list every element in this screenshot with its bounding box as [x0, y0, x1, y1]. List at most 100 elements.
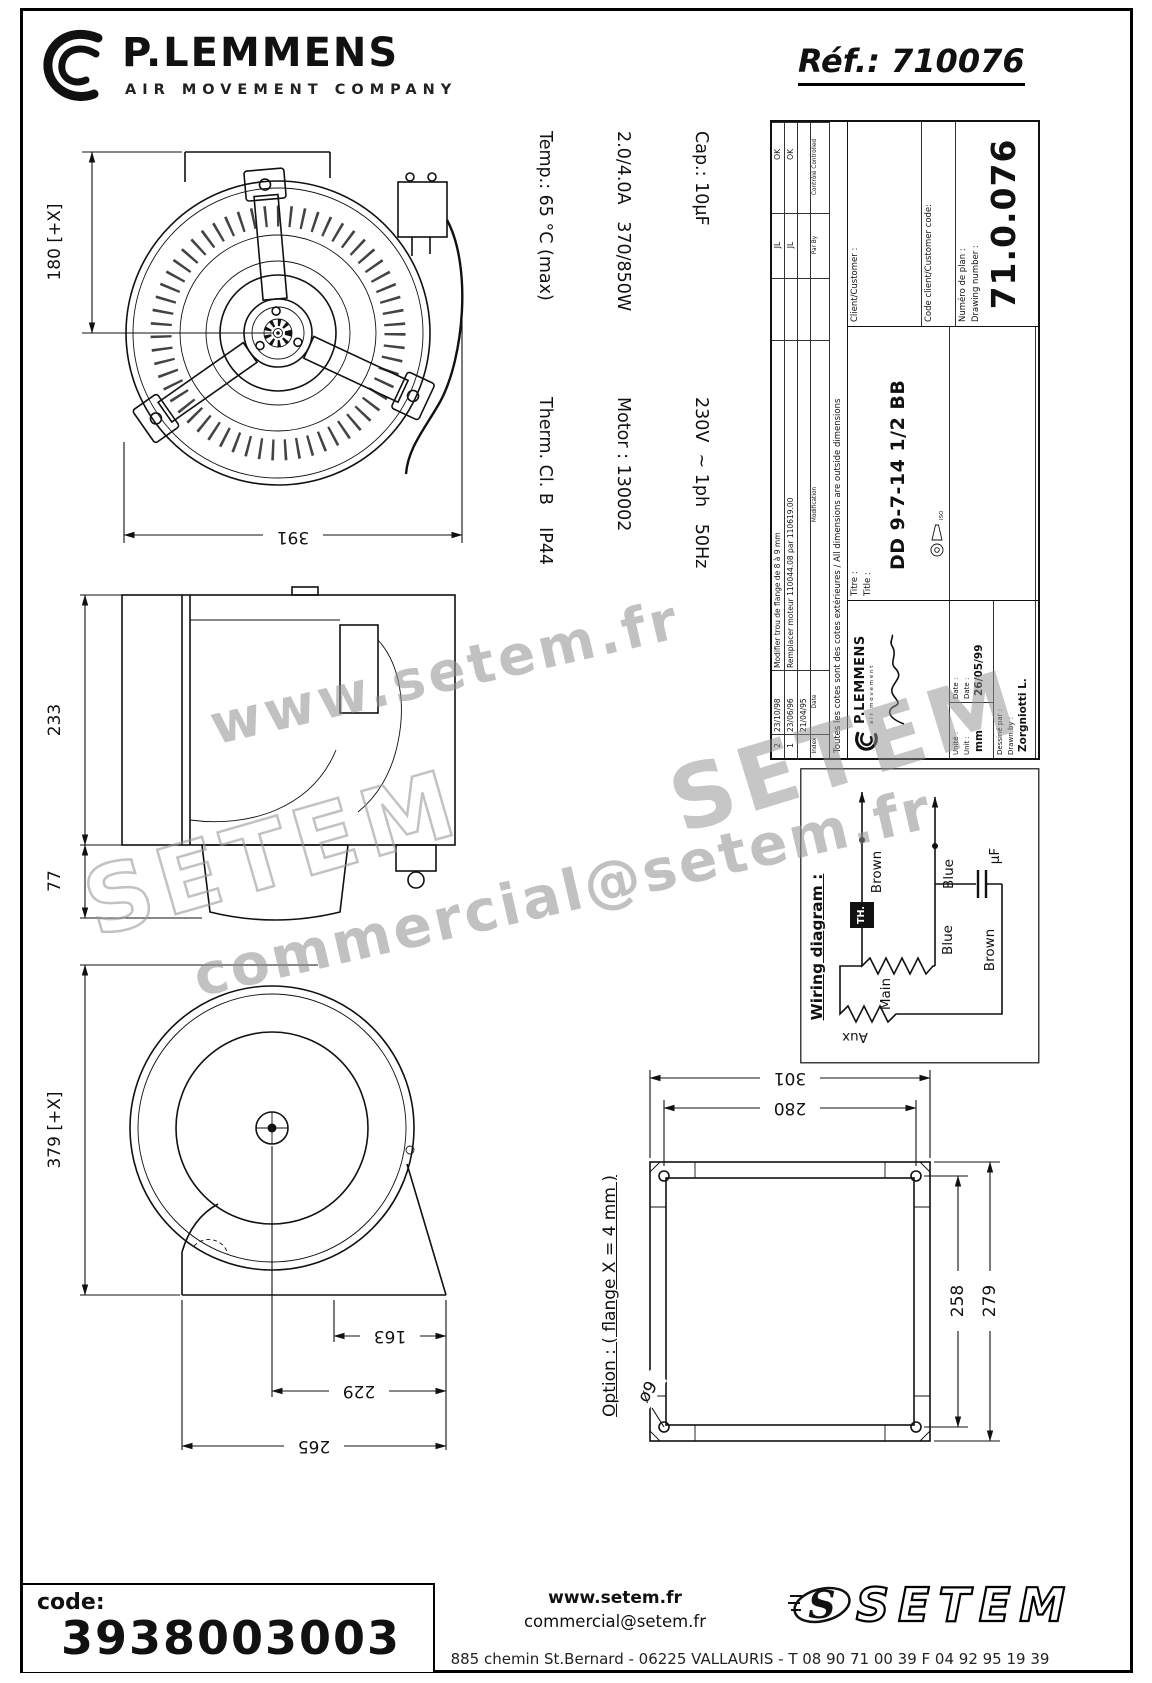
unit-value: mm [973, 730, 986, 752]
unit-label-fr: Unité : [952, 731, 960, 755]
revision-table: 2 23/10/98 Modifier trou de flange de 8 … [772, 122, 830, 758]
revision-header-by: Par By [811, 213, 830, 278]
revision-index [798, 734, 811, 758]
dim-flange-258: 258 [948, 1271, 968, 1331]
revision-header-index: Index [811, 734, 830, 758]
code-label: code: [37, 1590, 105, 1615]
revision-by [798, 213, 811, 278]
date-cell: Date : Date : 26/05/99 [950, 601, 993, 702]
junction-box [397, 172, 448, 256]
dim-flange-279: 279 [980, 1271, 1000, 1331]
flange-drawing [649, 1070, 1000, 1442]
revision-ok [798, 122, 811, 213]
dim-flange-301: 301 [760, 1068, 820, 1088]
capacitor [976, 870, 988, 898]
spec-line: Motor : 130002 [613, 397, 633, 532]
dimensions-note: Toutes les cotes sont des cotes extérieu… [830, 122, 848, 758]
spec-electrical: Cap.: 10µF 2.0/4.0A 370/850W Temp.: 65 °… [535, 131, 766, 343]
svg-text:S: S [808, 1582, 835, 1627]
spec-line: 230V ~ 1ph 50Hz [691, 397, 711, 569]
drawing-number-cell: Numéro de plan : Drawing number : 71.0.0… [956, 122, 1036, 326]
thermal-protector [850, 902, 874, 928]
dim-outlet-163: 163 [360, 1326, 420, 1346]
logo-name: P.LEMMENS [853, 635, 868, 724]
client-code-label: Code client/Customer code: [924, 203, 934, 322]
spider-arm [293, 335, 435, 421]
title-block-main: P.LEMMENS air movement Unité : Unit : mm [848, 122, 1038, 758]
revision-spacer [785, 278, 798, 340]
unit-label-en: Unit : [963, 736, 972, 755]
drawing-title: DD 9-7-14 1/2 BB [887, 379, 910, 570]
revision-header-ok: Contrôlé Controlled [811, 122, 830, 213]
fan-top-view-drawing [82, 151, 464, 543]
projection-symbol-icon: ISO [929, 511, 945, 558]
spider-arm [243, 167, 288, 316]
dim-base-265: 265 [284, 1436, 344, 1456]
revision-spacer [798, 278, 811, 340]
revision-text [798, 340, 811, 670]
drawn-cell: Dessiné par : Drawn by : Zorgniotti L. [994, 601, 1036, 758]
spec-line: Cap.: 10µF [691, 131, 711, 226]
spec-line: Therm. Cl. B IP44 [535, 397, 555, 566]
spec-line: Temp.: 65 °C (max) [535, 131, 555, 301]
footer-address: 885 chemin St.Bernard - 06225 VALLAURIS … [450, 1650, 1050, 1668]
product-code-box: code: 3938003003 [23, 1583, 435, 1672]
footer-email: commercial@setem.fr [523, 1612, 706, 1631]
drawn-label-fr: Dessiné par : [996, 708, 1004, 755]
revision-date: 23/06/96 [785, 670, 798, 734]
revision-date: 23/10/98 [772, 670, 785, 734]
wire-label-blue-2: Blue [940, 925, 956, 955]
client-cell: Client/Customer : [848, 122, 922, 326]
spider-arm [132, 340, 265, 444]
brand-name: P.LEMMENS [122, 30, 400, 76]
revision-spacer [811, 278, 830, 340]
date-value: 26/05/99 [973, 644, 986, 696]
footer-website: www.setem.fr [548, 1588, 682, 1608]
spec-motor: 230V ~ 1ph 50Hz Motor : 130002 Therm. Cl… [535, 397, 766, 609]
revision-by: JL [785, 213, 798, 278]
dim-height-233: 233 [45, 690, 65, 750]
revision-spacer [772, 278, 785, 340]
aux-winding-label: Aux [842, 1029, 868, 1045]
dim-motor-77: 77 [45, 856, 65, 906]
revision-header-date: Date [811, 670, 830, 734]
lemmens-logo-icon [43, 29, 103, 101]
revision-index: 1 [785, 734, 798, 758]
signature-scribble [888, 634, 905, 725]
client-label: Client/Customer : [850, 247, 860, 322]
wire-label-brown: Brown [869, 850, 885, 894]
title-label-fr: Titre : [850, 571, 860, 596]
wire-label-blue: Blue [941, 859, 957, 889]
iso-label: ISO [939, 510, 945, 520]
empty-cell [950, 327, 1036, 600]
revision-text: Modifier trou de flange de 8 à 9 mm [772, 340, 785, 670]
title-block: 2 23/10/98 Modifier trou de flange de 8 … [770, 120, 1040, 760]
date-label-en: Date : [963, 677, 972, 699]
drawn-label-en: Drawn by : [1007, 716, 1016, 755]
setem-logo-text: SETEM [855, 1577, 1075, 1633]
dim-height-180: 180 [+X] [45, 197, 65, 287]
logo-subtitle: air movement [869, 663, 875, 724]
fan-front-view-drawing [80, 964, 447, 1450]
brand-tagline: AIR MOVEMENT COMPANY [125, 82, 458, 98]
aux-winding [839, 1004, 900, 1024]
title-block-logo: P.LEMMENS air movement [848, 601, 950, 758]
revision-date: 21/04/95 [798, 670, 811, 734]
unit-cell: Unité : Unit : mm [950, 702, 993, 758]
dim-center-229: 229 [329, 1381, 389, 1401]
plan-label-fr: Numéro de plan : [958, 248, 968, 322]
revision-ok: OK [785, 122, 798, 213]
date-label-fr: Date : [952, 677, 960, 699]
revision-index: 2 [772, 734, 785, 758]
revision-ok: OK [772, 122, 785, 213]
flange-option-label: Option : ( flange X = 4 mm ) [600, 1146, 620, 1446]
revision-text: Remplacer moteur 110044.08 par 110619.00 [785, 340, 798, 670]
wiring-diagram-drawing [800, 768, 1040, 1064]
revision-by: JL [772, 213, 785, 278]
lemmens-logo-icon [855, 731, 878, 751]
thermal-label: TH. [856, 905, 867, 925]
drawing-number: 71.0.076 [984, 138, 1024, 310]
fan-side-view-drawing [80, 586, 456, 921]
revision-header-text: Modification [811, 340, 830, 670]
plan-label-en: Drawing number : [971, 245, 982, 322]
